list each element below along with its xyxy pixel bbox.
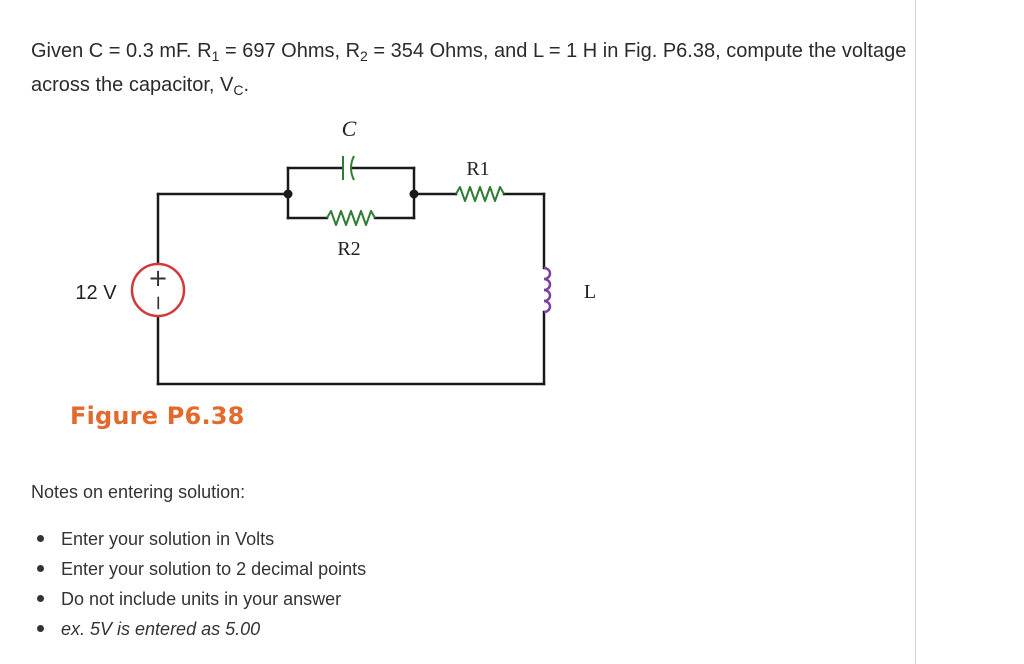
- question-mid2: = 354 Ohms, and L = 1 H in Fig. P6.38, c…: [31, 40, 907, 96]
- list-item: Enter your solution in Volts: [31, 524, 366, 554]
- r2-label: R2: [337, 238, 360, 260]
- source-minus-sign: −: [147, 295, 171, 312]
- junction-left: [283, 189, 293, 199]
- bullet-icon: [37, 565, 44, 572]
- bullet-icon: [37, 595, 44, 602]
- r2-resistor-symbol: [326, 210, 376, 226]
- notes-list: Enter your solution in Volts Enter your …: [31, 524, 366, 644]
- r2-subscript: 2: [360, 48, 368, 64]
- question-card: Given C = 0.3 mF. R1 = 697 Ohms, R2 = 35…: [31, 0, 916, 664]
- voltage-source-symbol: [130, 262, 186, 318]
- question-text: Given C = 0.3 mF. R1 = 697 Ohms, R2 = 35…: [31, 34, 911, 102]
- source-plus-sign: +: [148, 264, 168, 292]
- r1-subscript: 1: [211, 48, 220, 64]
- question-mid1: = 697 Ohms, R: [219, 40, 361, 62]
- r1-resistor-symbol: [455, 186, 505, 202]
- bullet-icon: [37, 535, 44, 542]
- circuit-diagram: + − C R1 R2 L 12 V: [75, 116, 596, 386]
- list-item: Do not include units in your answer: [31, 584, 366, 614]
- vc-subscript: C: [233, 82, 244, 98]
- notes-title: Notes on entering solution:: [31, 482, 246, 502]
- capacitor-label: C: [342, 116, 357, 141]
- list-item: ex. 5V is entered as 5.00: [31, 614, 366, 644]
- question-end: .: [243, 74, 250, 96]
- source-label: 12 V: [75, 282, 117, 304]
- question-intro: Given C = 0.3 mF. R: [31, 40, 212, 62]
- list-item: Enter your solution to 2 decimal points: [31, 554, 366, 584]
- inductor-label: L: [584, 281, 596, 303]
- figure-caption: Figure P6.38: [70, 402, 245, 430]
- junction-right: [409, 189, 419, 199]
- capacitor-symbol: [342, 155, 355, 181]
- inductor-symbol: [543, 266, 552, 314]
- r1-label: R1: [466, 158, 489, 180]
- bullet-icon: [37, 625, 44, 632]
